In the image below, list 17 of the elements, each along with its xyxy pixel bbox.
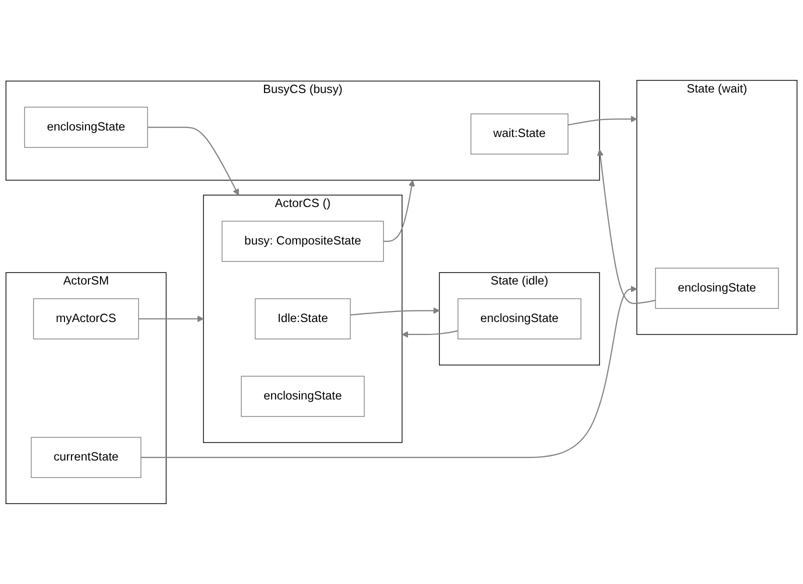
node-box: Idle:State <box>254 298 351 340</box>
arrow <box>350 307 440 316</box>
node-box: myActorCS <box>33 298 139 340</box>
node-box: busy: CompositeState <box>222 220 384 262</box>
node-box: wait:State <box>470 114 568 154</box>
node-box: enclosingState <box>655 268 779 309</box>
arrow <box>402 330 458 338</box>
node-box: enclosingState <box>240 376 365 417</box>
arrow <box>140 286 638 458</box>
node-box: enclosingState <box>24 106 148 148</box>
arrow <box>148 126 239 196</box>
arrow <box>383 180 415 242</box>
arrow <box>138 316 204 322</box>
node-box: enclosingState <box>458 298 582 340</box>
arrow <box>597 149 656 304</box>
arrow <box>568 116 638 126</box>
node-box: currentState <box>30 436 142 478</box>
